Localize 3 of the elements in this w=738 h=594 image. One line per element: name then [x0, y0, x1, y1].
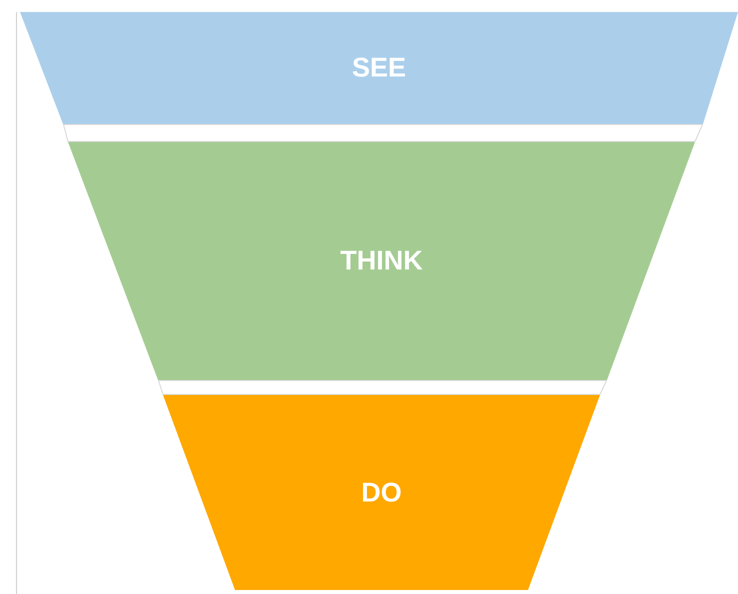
stage-label: SEE [352, 52, 406, 84]
stage-label: DO [361, 477, 402, 508]
stage-label: THINK [340, 246, 423, 276]
